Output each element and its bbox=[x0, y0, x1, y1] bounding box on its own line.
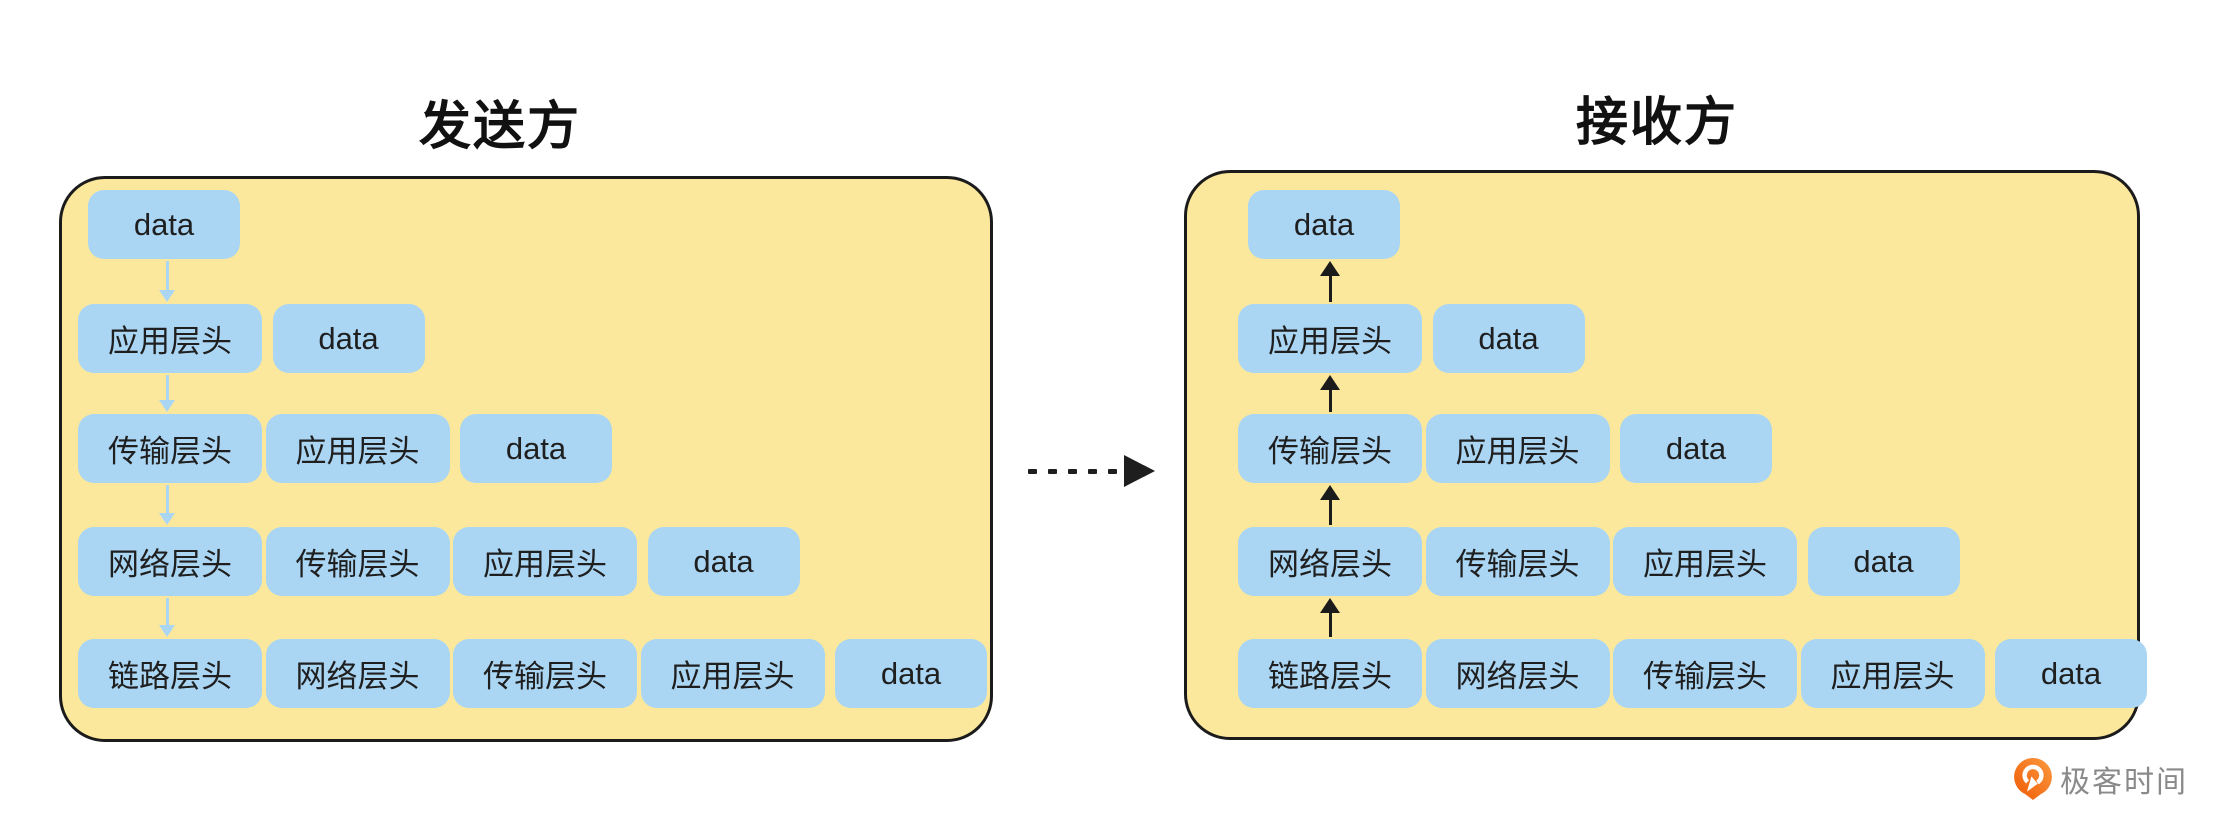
application-layer-header-box: 应用层头 bbox=[1613, 527, 1797, 596]
encapsulation-down-arrow-icon bbox=[159, 625, 175, 637]
decapsulation-up-arrow-icon bbox=[1328, 274, 1332, 302]
transport-layer-header-box: 传输层头 bbox=[1425, 527, 1610, 596]
decapsulation-up-arrow-icon bbox=[1320, 485, 1340, 500]
data-box: data bbox=[1432, 304, 1585, 373]
dotted-arrow-dash bbox=[1088, 468, 1097, 474]
dotted-arrow-dash bbox=[1108, 468, 1117, 474]
data-box: data bbox=[460, 414, 612, 483]
transport-layer-header-box: 传输层头 bbox=[265, 527, 450, 596]
data-box: data bbox=[88, 190, 240, 259]
application-layer-header-box: 应用层头 bbox=[453, 527, 637, 596]
data-box: data bbox=[1620, 414, 1772, 483]
geektime-logo-text: 极客时间 bbox=[2060, 766, 2188, 799]
data-box: data bbox=[835, 639, 987, 708]
link-layer-header-box: 链路层头 bbox=[78, 639, 262, 708]
decapsulation-up-arrow-icon bbox=[1328, 388, 1332, 412]
network-layer-header-box: 网络层头 bbox=[265, 639, 450, 708]
transport-layer-header-box: 传输层头 bbox=[453, 639, 637, 708]
application-layer-header-box: 应用层头 bbox=[1800, 639, 1985, 708]
data-box: data bbox=[647, 527, 800, 596]
application-layer-header-box: 应用层头 bbox=[1425, 414, 1610, 483]
network-layer-header-box: 网络层头 bbox=[1238, 527, 1422, 596]
decapsulation-up-arrow-icon bbox=[1320, 261, 1340, 276]
transport-layer-header-box: 传输层头 bbox=[78, 414, 262, 483]
network-layer-header-box: 网络层头 bbox=[1425, 639, 1610, 708]
encapsulation-down-arrow-icon bbox=[165, 261, 169, 291]
decapsulation-up-arrow-icon bbox=[1328, 611, 1332, 637]
link-layer-header-box: 链路层头 bbox=[1238, 639, 1422, 708]
encapsulation-down-arrow-icon bbox=[159, 513, 175, 525]
transport-layer-header-box: 传输层头 bbox=[1613, 639, 1797, 708]
encapsulation-down-arrow-icon bbox=[159, 290, 175, 302]
data-box: data bbox=[1807, 527, 1960, 596]
application-layer-header-box: 应用层头 bbox=[78, 304, 262, 373]
geektime-logo-icon bbox=[2014, 758, 2052, 800]
transmission-dotted-arrow-icon bbox=[1028, 451, 1155, 491]
data-box: data bbox=[272, 304, 425, 373]
application-layer-header-box: 应用层头 bbox=[1238, 304, 1422, 373]
application-layer-header-box: 应用层头 bbox=[640, 639, 825, 708]
encapsulation-down-arrow-icon bbox=[165, 598, 169, 626]
decapsulation-up-arrow-icon bbox=[1320, 598, 1340, 613]
dotted-arrow-dash bbox=[1068, 468, 1077, 474]
geektime-logo: 极客时间 bbox=[2014, 757, 2188, 801]
encapsulation-down-arrow-icon bbox=[165, 375, 169, 401]
encapsulation-down-arrow-icon bbox=[165, 485, 169, 514]
data-box: data bbox=[1995, 639, 2147, 708]
data-box: data bbox=[1248, 190, 1400, 259]
network-layer-header-box: 网络层头 bbox=[78, 527, 262, 596]
dotted-arrow-dash bbox=[1048, 468, 1057, 474]
dotted-arrow-dash bbox=[1028, 468, 1037, 474]
sender-title: 发送方 bbox=[418, 98, 581, 156]
transport-layer-header-box: 传输层头 bbox=[1238, 414, 1422, 483]
decapsulation-up-arrow-icon bbox=[1328, 498, 1332, 525]
dotted-arrow-head-icon bbox=[1124, 455, 1155, 487]
decapsulation-up-arrow-icon bbox=[1320, 375, 1340, 390]
encapsulation-down-arrow-icon bbox=[159, 400, 175, 412]
receiver-title: 接收方 bbox=[1575, 94, 1738, 152]
application-layer-header-box: 应用层头 bbox=[265, 414, 450, 483]
